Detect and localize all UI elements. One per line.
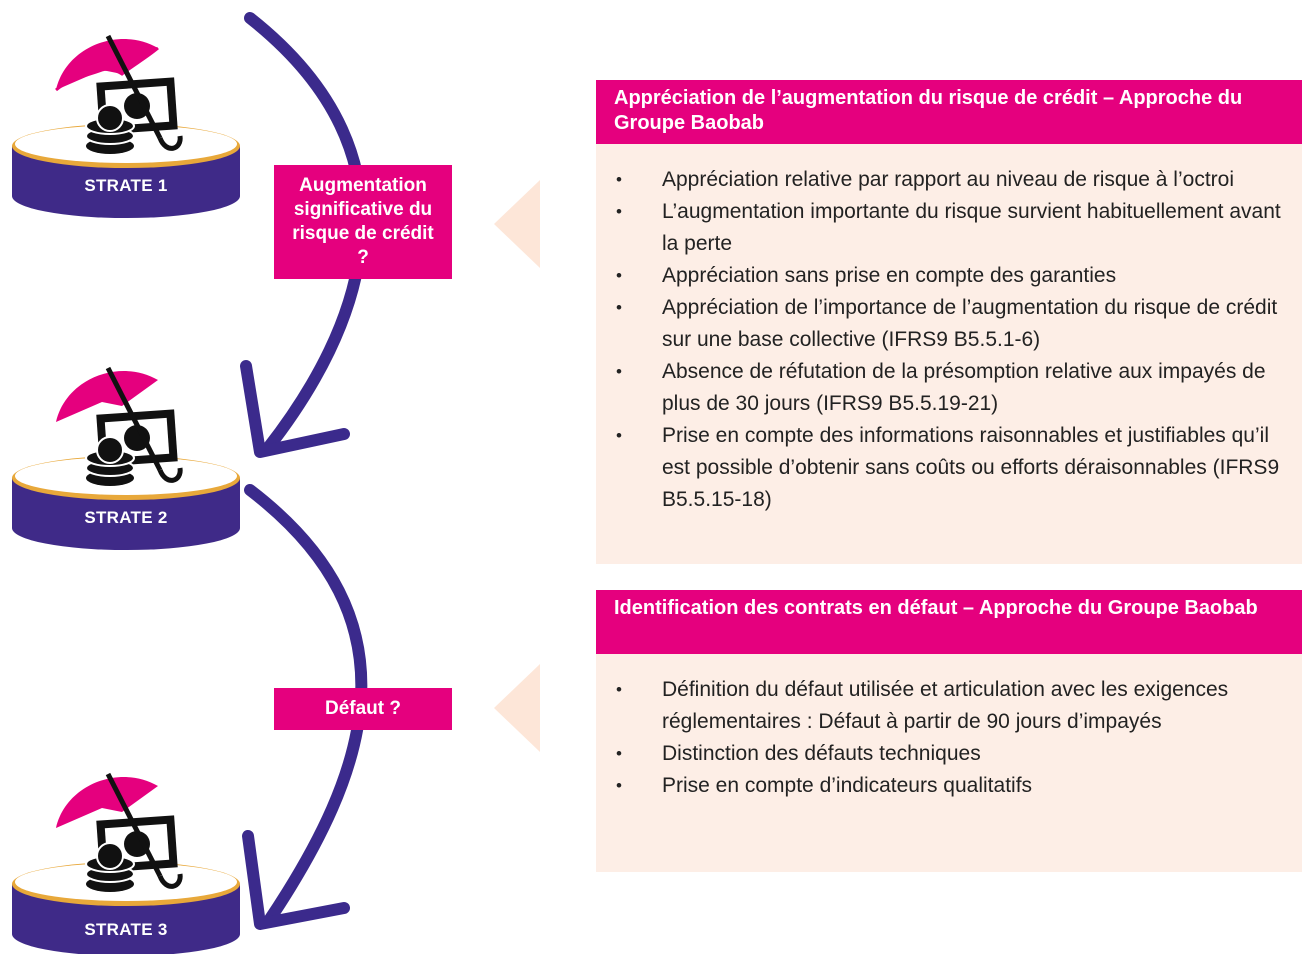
chevron-left-icon [494, 180, 540, 268]
list-item: Appréciation de l’importance de l’augmen… [614, 292, 1294, 356]
list-item: Appréciation sans prise en compte des ga… [614, 260, 1294, 292]
arrowhead-strate2 [240, 360, 350, 458]
strate-label: STRATE 1 [84, 176, 168, 195]
bullet-list: Définition du défaut utilisée et articul… [614, 674, 1294, 802]
list-item: Appréciation relative par rapport au niv… [614, 164, 1294, 196]
panel-title: Appréciation de l’augmentation du risque… [596, 80, 1302, 144]
bullet-list: Appréciation relative par rapport au niv… [614, 164, 1294, 516]
umbrella-money-icon [12, 772, 240, 954]
umbrella-money-icon [12, 366, 240, 550]
question-credit-risk: Augmentation significative du risque de … [274, 165, 452, 279]
panel-credit-risk: Appréciation de l’augmentation du risque… [596, 80, 1302, 564]
panel-title: Identification des contrats en défaut – … [596, 590, 1302, 654]
chevron-left-icon [494, 664, 540, 752]
umbrella-money-icon [12, 34, 240, 218]
panel-default: Identification des contrats en défaut – … [596, 590, 1302, 872]
question-default: Défaut ? [274, 688, 452, 730]
list-item: Prise en compte des informations raisonn… [614, 420, 1294, 516]
list-item: Distinction des défauts techniques [614, 738, 1294, 770]
strate-label: STRATE 2 [84, 508, 168, 527]
list-item: Définition du défaut utilisée et articul… [614, 674, 1294, 738]
list-item: Absence de réfutation de la présomption … [614, 356, 1294, 420]
list-item: Prise en compte d’indicateurs qualitatif… [614, 770, 1294, 802]
strate-3: STRATE 3 [10, 756, 242, 954]
strate-label: STRATE 3 [84, 920, 168, 939]
strate-2: STRATE 2 [10, 350, 242, 550]
panel-body: Définition du défaut utilisée et articul… [596, 654, 1302, 872]
panel-body: Appréciation relative par rapport au niv… [596, 144, 1302, 564]
list-item: L’augmentation importante du risque surv… [614, 196, 1294, 260]
strate-1: STRATE 1 [10, 18, 242, 218]
arrowhead-strate3 [242, 830, 350, 930]
